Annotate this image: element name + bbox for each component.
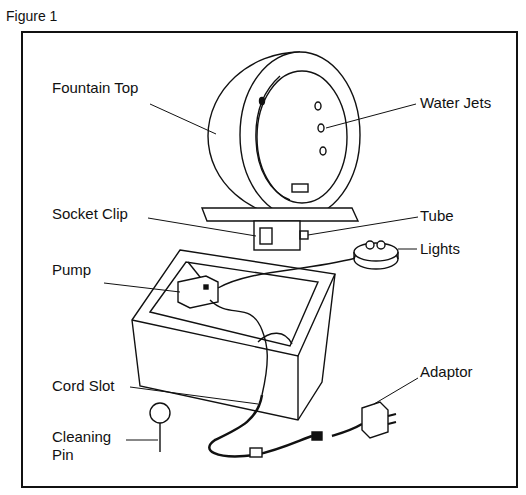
leader-line xyxy=(150,104,216,134)
adaptor xyxy=(362,402,388,438)
part-label: Fountain Top xyxy=(52,79,172,97)
part-label: Cleaning Pin xyxy=(52,428,126,464)
socket-clip xyxy=(254,221,300,250)
water-jet xyxy=(318,124,324,132)
pump-body xyxy=(178,276,218,308)
part-label: Lights xyxy=(420,240,500,258)
ring-inner xyxy=(256,76,290,200)
socket-hole xyxy=(260,228,272,244)
part-label: Cord Slot xyxy=(52,377,152,395)
basin-drain xyxy=(258,333,292,344)
part-label: Socket Clip xyxy=(52,205,162,223)
basin-edge xyxy=(297,356,298,420)
adaptor-prong xyxy=(388,414,396,424)
leader-line xyxy=(398,249,417,250)
pump-cord xyxy=(210,300,267,395)
pump-dot xyxy=(204,285,208,289)
cleaning-pin-stem xyxy=(159,423,160,452)
light-bulb xyxy=(377,241,385,249)
part-label: Water Jets xyxy=(420,94,520,112)
lights-top xyxy=(354,243,398,261)
adaptor-cord xyxy=(332,424,362,436)
socket-plate xyxy=(202,208,358,221)
leader-line xyxy=(374,378,418,404)
ring-hole xyxy=(257,71,347,203)
leader-line xyxy=(308,217,418,235)
light-bulb xyxy=(366,241,374,249)
leader-line xyxy=(104,283,180,292)
cleaning-pin-loop xyxy=(150,403,170,423)
part-label: Adaptor xyxy=(420,363,520,381)
ring-face xyxy=(240,52,360,218)
cord-plug xyxy=(312,432,322,440)
part-label: Tube xyxy=(420,207,500,225)
part-label: Pump xyxy=(52,261,132,279)
water-jet xyxy=(260,98,265,105)
leader-line xyxy=(130,387,258,404)
basin xyxy=(132,250,335,420)
tube-stub xyxy=(300,231,308,239)
water-jet xyxy=(315,102,321,110)
jet-slot xyxy=(292,184,308,192)
leader-line xyxy=(148,218,256,236)
cord-switch xyxy=(250,448,262,457)
leader-line xyxy=(126,440,158,441)
leader-line xyxy=(326,104,416,128)
power-cord xyxy=(209,395,312,456)
figure-title: Figure 1 xyxy=(6,8,57,24)
basin-inner xyxy=(150,262,318,346)
light-wire xyxy=(218,258,356,288)
water-jet xyxy=(320,147,326,155)
